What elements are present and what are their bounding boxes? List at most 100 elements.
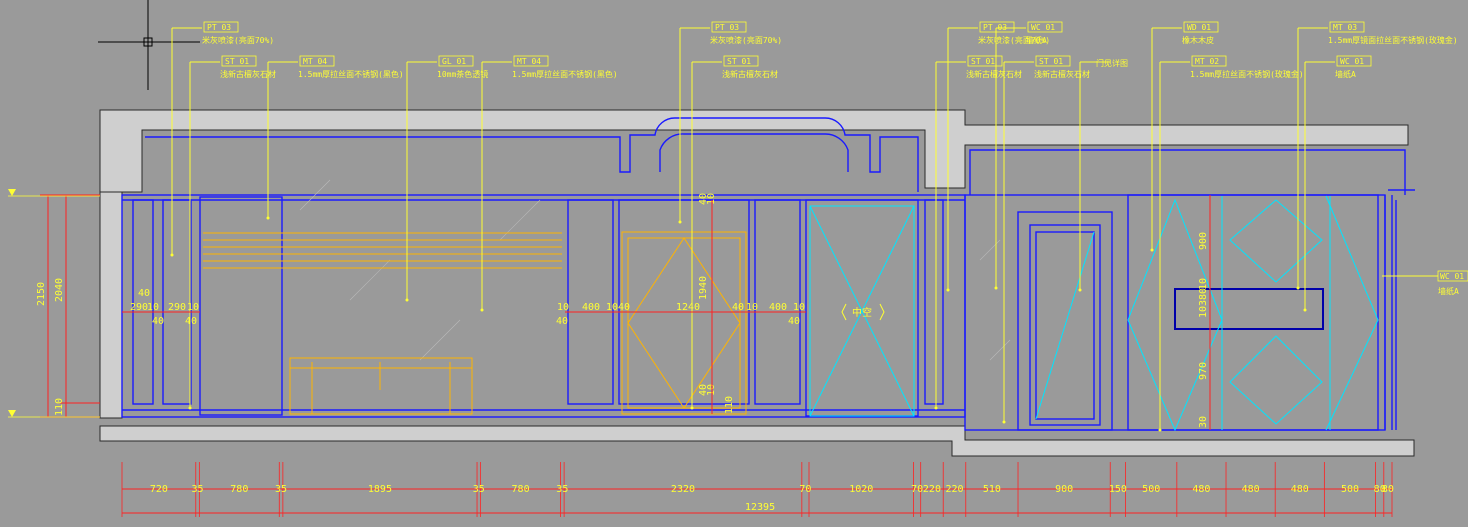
callout-text: 浅新古檀灰石材 (220, 69, 276, 79)
callout-code: MT 04 (517, 57, 541, 66)
bottom-dim: 900 (1055, 484, 1073, 495)
void-label: 中空 (841, 303, 885, 321)
left-wall-section (99, 191, 123, 419)
elevation-outlines (121, 117, 1415, 431)
feature-door (621, 231, 747, 415)
callout-text: 浅新古檀灰石材 (966, 69, 1022, 79)
bottom-dim: 1020 (849, 484, 873, 495)
callout-code: WC 01 (1340, 57, 1364, 66)
callout: WC 01 墙纸A (1303, 55, 1372, 312)
callout-code: PT 03 (715, 23, 739, 32)
bottom-dim: 220 (945, 484, 963, 495)
bottom-dim: 1895 (368, 484, 392, 495)
callout: ST 01 浅新古檀灰石材 (934, 55, 1022, 410)
triangle-down-icon (8, 410, 16, 417)
dim-2150: 2150 (36, 282, 47, 306)
triangle-down-icon (8, 189, 16, 196)
callout-text: 10mm茶色透镜 (437, 69, 488, 79)
callout: GL 01 10mm茶色透镜 (405, 55, 488, 302)
right-callout-code: WC 01 (1440, 272, 1464, 281)
right-vertical-dim: 30 (1198, 416, 1209, 428)
accent-lines (809, 195, 1379, 432)
inline-dim: 10 (706, 193, 717, 205)
callout-code: MT 03 (1333, 23, 1357, 32)
callout: MT 04 1.5mm厚拉丝面不锈钢(黑色) (266, 55, 404, 220)
inline-dim: 10 (606, 302, 618, 313)
inline-dim: 40 (732, 302, 744, 313)
callout-text: 米灰喷漆(亮面70%) (202, 35, 274, 45)
callout-text: 米灰喷漆(亮面70%) (978, 35, 1050, 45)
callout: ST 01 浅新古檀灰石材 (188, 55, 276, 410)
inline-dim: 10 (557, 302, 569, 313)
bottom-dim: 35 (275, 484, 287, 495)
callout: MT 03 1.5mm厚镜面拉丝面不锈钢(玫瑰金) (1296, 21, 1458, 290)
bottom-dim: 480 (1242, 484, 1260, 495)
structure-section (99, 109, 1415, 457)
callout-code: WC 01 (1031, 23, 1055, 32)
inline-dim: 10 (187, 302, 199, 313)
void-label-text: 中空 (852, 306, 872, 319)
callout-text: 浅新古檀灰石材 (1034, 69, 1090, 79)
level-markers (8, 189, 100, 418)
inline-dim: 290 (130, 302, 148, 313)
callout-text: 浅新古檀灰石材 (722, 69, 778, 79)
bottom-dim: 480 (1291, 484, 1309, 495)
inline-dim: 1940 (698, 276, 709, 300)
bottom-dim: 780 (512, 484, 530, 495)
inline-dim: 400 (769, 302, 787, 313)
callout-text: 1.5mm厚拉丝面不锈钢(黑色) (512, 69, 618, 79)
bottom-dim: 150 (1109, 484, 1127, 495)
callout-code: MT 04 (303, 57, 327, 66)
bottom-dim: 35 (473, 484, 485, 495)
inline-dim: 290 (168, 302, 186, 313)
inline-dim: 40 (152, 316, 164, 327)
right-callout-text: 墙纸A (1438, 286, 1459, 296)
right-vertical-dim: 10 (1198, 306, 1209, 318)
bottom-dim: 780 (230, 484, 248, 495)
bottom-dim: 80 (1382, 484, 1394, 495)
furniture (203, 231, 747, 415)
crosshair-icon (98, 0, 200, 90)
bottom-dim: 500 (1142, 484, 1160, 495)
right-callout: WC 01 墙纸A (1382, 270, 1468, 296)
callout-code: ST 01 (971, 57, 995, 66)
sofa (289, 357, 473, 415)
inline-dim: 40 (185, 316, 197, 327)
callout-code: PT 03 (207, 23, 231, 32)
callout-text: 1.5mm厚镜面拉丝面不锈钢(玫瑰金) (1328, 35, 1458, 45)
callout-text: 1.5mm厚拉丝面不锈钢(黑色) (298, 69, 404, 79)
inline-dim: 40 (618, 302, 630, 313)
callout-code: GL 01 (442, 57, 466, 66)
bottom-dim: 70 (911, 484, 923, 495)
right-vertical-dim: 10 (1198, 278, 1209, 290)
inline-dim: 10 (793, 302, 805, 313)
callout-text: 米灰喷漆(亮面70%) (710, 35, 782, 45)
callout-text: 墙纸A (1335, 69, 1356, 79)
callout-code: WD 01 (1187, 23, 1211, 32)
callout-code: MT 02 (1195, 57, 1219, 66)
bottom-dim: 80 (1374, 484, 1386, 495)
inline-dim: 10 (147, 302, 159, 313)
right-vertical-dim: 380 (1198, 288, 1209, 306)
inline-dim: 110 (724, 396, 735, 414)
callout: WC 01 墙纸A (994, 21, 1063, 290)
inline-dim: 400 (582, 302, 600, 313)
inline-dim: 40 (788, 316, 800, 327)
callout: WD 01 橡木木皮 (1150, 21, 1219, 252)
inline-dim: 10 (746, 302, 758, 313)
callout-text: 门见详图 (1096, 58, 1128, 68)
callout: MT 021.5mm厚拉丝面不锈钢(玫瑰金) (1158, 55, 1304, 432)
callout-text: 橡木木皮 (1182, 35, 1214, 45)
bottom-dim: 720 (150, 484, 168, 495)
bar-rail-left (203, 232, 562, 269)
dim-2040: 2040 (54, 278, 65, 302)
ceiling-slab (99, 109, 1409, 193)
total-dim: 12395 (745, 502, 775, 513)
callout-code: ST 01 (225, 57, 249, 66)
callout-text: 墙纸A (1026, 35, 1047, 45)
